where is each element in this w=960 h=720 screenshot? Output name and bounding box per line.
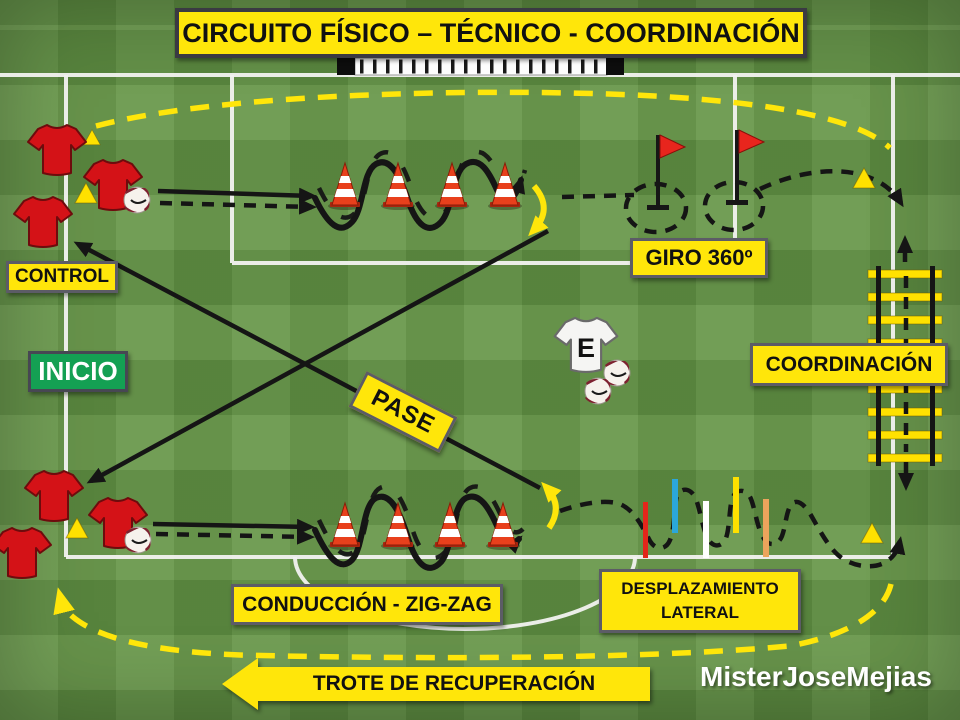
pole-red [643,502,648,558]
players-top-group [13,124,143,248]
marker-triangle-icon [83,128,101,146]
station-label-giro-360: GIRO 360º [630,238,768,278]
ball-icon [123,186,151,214]
station-label-conduccion-zigzag: CONDUCCIÓN - ZIG-ZAG [231,584,503,625]
turn-arrow-bottom [541,481,562,530]
player-jersey-icon [13,196,73,248]
start-arrows-bottom [152,518,315,545]
ball-icon [124,526,152,554]
desplazamiento-line2: LATERAL [660,603,740,622]
goal [337,57,624,76]
goal-post-right [606,57,624,75]
dribble-path-bottom [312,484,525,571]
arrow-left-head [222,658,258,710]
slalom-poles [643,477,769,558]
pole-yellow [733,477,739,533]
coach: E [553,316,619,374]
cone-icon [381,163,415,210]
pass-arrow-to-control [73,241,542,490]
marker-triangles [65,128,884,544]
station-label-coordinacion: COORDINACIÓN [750,343,948,386]
coach-letter: E [577,333,595,363]
start-arrows-top [157,187,317,215]
turn-arrow-top [528,184,549,237]
lateral-displacement-path [559,487,906,569]
cone-icon [328,163,362,210]
marker-triangle-icon [860,521,884,544]
pole-orange [763,499,769,557]
marker-triangle-icon [74,181,98,204]
recovery-jog-arrow-body: TROTE DE RECUPERACIÓN [258,667,650,701]
recovery-jog-arrow: TROTE DE RECUPERACIÓN [222,658,650,710]
pass-arrow-to-bottom [86,229,550,484]
cone-icon [435,163,469,210]
player-jersey-icon [27,124,87,176]
dribble-path-top [312,149,528,231]
player-jersey-icon [0,527,52,579]
recovery-path-top [95,89,892,151]
cone-icon [433,503,467,550]
goal-post-left [337,57,355,75]
station-label-desplazamiento-lateral: DESPLAZAMIENTO LATERAL [599,569,801,633]
desplazamiento-line1: DESPLAZAMIENTO [621,579,779,599]
ball-icon [584,377,612,405]
cone-icon [381,503,415,550]
cone-icon [328,503,362,550]
station-label-inicio: INICIO [28,351,128,392]
recovery-path-bottom [53,583,894,661]
author-watermark: MisterJoseMejias [700,661,932,692]
flag-icon [646,134,686,211]
marker-triangle-icon [852,166,876,189]
pole-blue [672,479,678,533]
recovery-jog-path [53,89,894,661]
recovery-jog-label: TROTE DE RECUPERACIÓN [312,672,596,695]
pass-arrows [73,229,550,490]
diagram-title: CIRCUITO FÍSICO – TÉCNICO - COORDINACIÓN [175,8,807,58]
player-jersey-icon [24,470,84,522]
station-label-control: CONTROL [6,261,118,293]
turn-circle-2 [702,179,766,233]
marker-triangle-icon [65,516,89,539]
pole-white [703,501,709,558]
